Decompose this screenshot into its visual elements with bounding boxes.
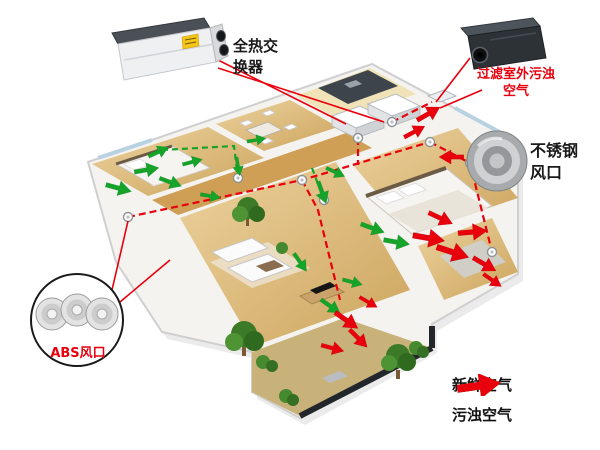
polluted-air-arrow xyxy=(482,272,502,287)
fresh-air-arrow xyxy=(382,234,411,251)
window xyxy=(97,138,153,160)
outdoor-filter-label-line2: 空气 xyxy=(502,84,529,99)
airflow-arrow-layer xyxy=(104,106,502,356)
polluted-air-arrow xyxy=(358,295,378,308)
fresh-air-arrow xyxy=(246,134,267,146)
heat-exchanger-label-line2: 换器 xyxy=(233,58,264,76)
outdoor-filter-photo xyxy=(460,17,547,70)
fresh-air-arrow xyxy=(147,145,169,159)
fresh-air-arrow xyxy=(325,165,346,178)
apartment-floorplan xyxy=(86,62,523,425)
fresh-air-arrow xyxy=(292,252,307,272)
steel-vent-photo xyxy=(466,130,528,192)
ceiling-vent-center xyxy=(356,136,360,140)
fresh-air-arrow xyxy=(359,221,385,236)
fresh-air-arrow xyxy=(181,155,203,168)
fresh-air-arrow xyxy=(158,175,183,189)
callout-pointer-line xyxy=(213,57,347,125)
polluted-air-arrow xyxy=(347,327,368,348)
exhaust-duct xyxy=(301,179,342,301)
exhaust-duct xyxy=(391,101,433,123)
polluted-air-arrow xyxy=(427,210,454,226)
legend: 新鲜空气 污浊空气 xyxy=(452,374,512,425)
polluted-air-arrow xyxy=(435,242,470,263)
polluted-air-arrow xyxy=(471,255,497,272)
callout-pointer-line xyxy=(435,57,471,103)
callout-pointer-line xyxy=(439,89,483,109)
callout-pointer-layer xyxy=(111,57,483,303)
fresh-air-arrow xyxy=(199,189,222,203)
steel-vent-label-line2: 风口 xyxy=(530,163,563,182)
polluted-air-arrow xyxy=(320,341,345,356)
kitchen-sink xyxy=(344,80,362,88)
abs-vent-label: ABS风口 xyxy=(50,346,106,361)
dining-floor xyxy=(216,100,338,151)
callout-pointer-line xyxy=(119,259,171,303)
polluted-air-arrow xyxy=(412,228,446,248)
ceiling-vent-center xyxy=(390,120,394,124)
ceiling-vent-center xyxy=(236,176,240,180)
heat-exchanger-photo xyxy=(111,17,229,81)
polluted-air-arrow xyxy=(402,125,426,140)
outdoor-filter-label: 过滤室外污浊 空气 xyxy=(464,66,568,100)
ceiling-vent-center xyxy=(490,250,494,254)
callout-pointer-arrow xyxy=(438,149,465,165)
legend-polluted-air: 污浊空气 xyxy=(452,374,513,425)
fresh-air-arrow xyxy=(341,276,363,289)
fresh-air-arrow xyxy=(232,156,244,177)
dining-table xyxy=(238,109,299,145)
bed-right xyxy=(364,166,494,235)
plants xyxy=(225,197,429,406)
kitchen-counter xyxy=(318,70,398,104)
polluted-air-arrow xyxy=(415,106,441,123)
legend-polluted-air-label: 污浊空气 xyxy=(452,406,513,424)
polluted-air-arrow-icon xyxy=(456,374,502,396)
fresh-air-arrow xyxy=(319,297,341,314)
heat-exchanger-label: 全热交 换器 xyxy=(233,36,278,78)
lounge-chair xyxy=(322,371,348,383)
fresh-air-arrow xyxy=(315,180,329,205)
fresh-air-arrow xyxy=(133,162,160,178)
terrace-floor xyxy=(252,318,432,416)
supply-duct xyxy=(310,167,326,201)
exhaust-outlet xyxy=(426,89,458,103)
steel-vent-label-line1: 不锈钢 xyxy=(530,141,579,160)
outdoor-filter-label-line1: 过滤室外污浊 xyxy=(476,67,555,82)
ceiling-vent-center xyxy=(126,215,130,219)
polluted-air-arrow xyxy=(457,223,488,241)
steel-vent-label: 不锈钢 风口 xyxy=(530,140,578,184)
callout-pointer-line xyxy=(217,67,385,123)
sofa-set xyxy=(210,237,346,305)
fresh-air-arrow xyxy=(104,180,132,196)
ceiling-vent-center xyxy=(300,178,304,182)
window xyxy=(454,106,506,137)
heat-exchanger-label-line1: 全热交 xyxy=(233,37,279,55)
abs-vent-photo xyxy=(30,273,124,367)
callout-pointer-line xyxy=(111,220,129,291)
ceiling-vent-center xyxy=(428,140,432,144)
polluted-air-arrow xyxy=(333,310,359,329)
